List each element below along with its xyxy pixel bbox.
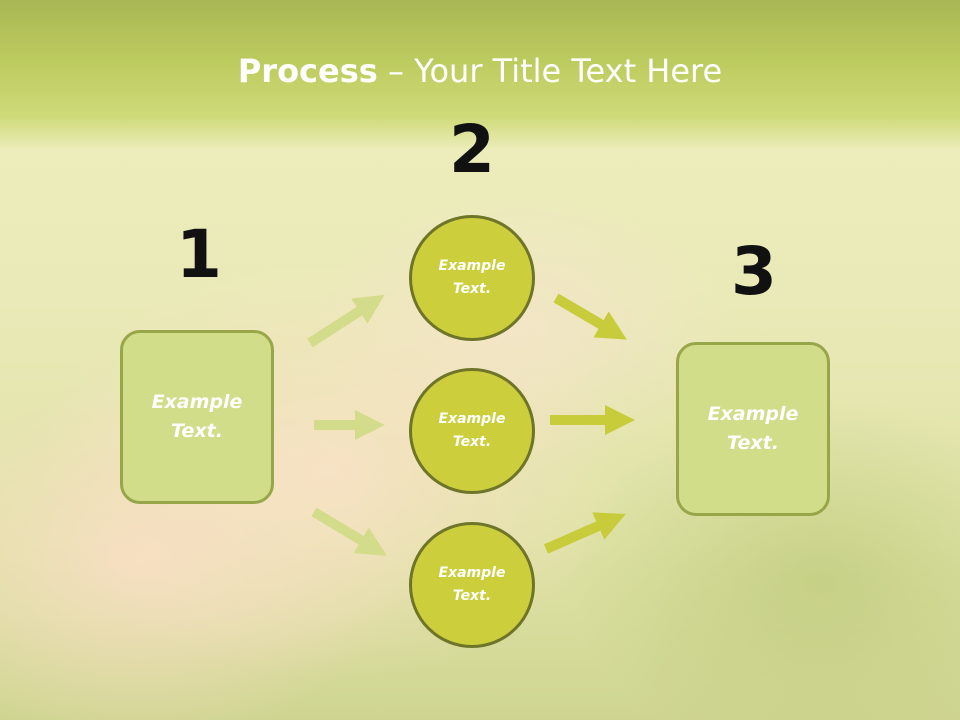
step-1-text: Example Text. [151,391,243,442]
arrow-top-to-3 [553,293,627,340]
step-3-box: Example Text. [676,342,830,516]
step-1-box: Example Text. [120,330,274,504]
arrow-1-to-top [307,294,385,348]
step-1-number: 1 [176,216,222,293]
circle-top-text: Example Text. [438,258,506,297]
title-rest: – Your Title Text Here [377,52,723,90]
step-2-circle-top: Example Text. [409,215,535,341]
step-2-number: 2 [449,111,495,188]
step-2-circle-middle: Example Text. [409,368,535,494]
arrow-1-to-bottom [311,507,387,556]
step-3-text: Example Text. [707,403,799,454]
step-3-number: 3 [731,233,777,310]
step-2-circle-bottom: Example Text. [409,522,535,648]
slide-title: Process – Your Title Text Here [0,52,960,90]
arrow-bottom-to-3 [543,512,626,554]
title-band [0,0,960,150]
circle-bottom-text: Example Text. [438,565,506,604]
circle-middle-text: Example Text. [438,411,506,450]
title-bold: Process [237,52,378,90]
